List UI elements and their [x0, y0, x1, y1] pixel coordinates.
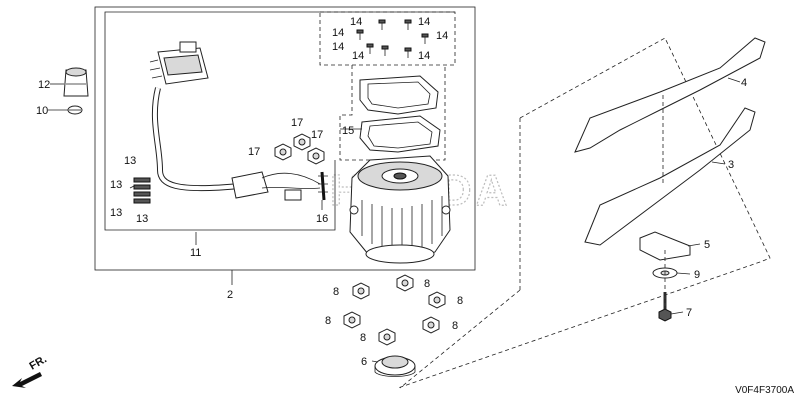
- assembly-box-2: [94, 6, 476, 271]
- callout-2: 2: [227, 289, 233, 301]
- leader-lines: [48, 77, 741, 363]
- gasket-part-15: [359, 115, 441, 153]
- blade-group-outline-bottom: [399, 289, 521, 389]
- callout-labels: 12 10 13 13 13 13 11 2 17 17 17 16 15 14…: [36, 16, 747, 368]
- connector-harness-part-11: [149, 41, 321, 201]
- front-direction-label: FR.: [28, 353, 49, 372]
- callout-8: 8: [325, 315, 331, 327]
- callout-14: 14: [418, 16, 430, 28]
- callout-10: 10: [36, 105, 48, 117]
- callout-14: 14: [332, 41, 344, 53]
- callout-15: 15: [342, 125, 354, 137]
- bolt-group-part-13: [133, 177, 151, 204]
- cover-plate: [359, 75, 439, 115]
- callout-14: 14: [418, 50, 430, 62]
- callout-8: 8: [452, 320, 458, 332]
- front-direction-arrow: FR.: [12, 353, 49, 388]
- callout-9: 9: [694, 269, 700, 281]
- callout-17: 17: [248, 146, 260, 158]
- callout-11: 11: [190, 247, 201, 259]
- lower-blade-part-3: [584, 107, 756, 246]
- screw-group-part-14: [356, 19, 429, 58]
- callout-3: 3: [728, 159, 734, 171]
- motor-housing: [349, 155, 451, 264]
- callout-5: 5: [704, 239, 710, 251]
- flange-nut-group-part-8: [343, 274, 446, 346]
- callout-13: 13: [124, 155, 136, 167]
- callout-14: 14: [332, 27, 344, 39]
- callout-8: 8: [360, 332, 366, 344]
- callout-13: 13: [110, 207, 122, 219]
- callout-4: 4: [741, 77, 747, 89]
- callout-17: 17: [291, 117, 303, 129]
- assembly-box-11: [104, 11, 455, 231]
- stud-part-16: [318, 171, 328, 201]
- callout-13: 13: [110, 179, 122, 191]
- callout-14: 14: [436, 30, 448, 42]
- callout-14: 14: [352, 50, 364, 62]
- callout-6: 6: [361, 356, 367, 368]
- document-code: V0F4F3700A: [735, 385, 794, 396]
- gasket-group-box: [339, 65, 446, 161]
- cap-part-6: [374, 355, 416, 377]
- callout-13: 13: [136, 213, 148, 225]
- bracket-part-5: [639, 231, 691, 261]
- callout-14: 14: [350, 16, 362, 28]
- callout-8: 8: [333, 286, 339, 298]
- callout-17: 17: [311, 129, 323, 141]
- clip-part-10: [67, 105, 83, 115]
- upper-blade-part-4: [574, 37, 766, 153]
- callout-8: 8: [424, 278, 430, 290]
- callout-8: 8: [457, 295, 463, 307]
- cap-part-12: [63, 67, 89, 97]
- callout-16: 16: [316, 213, 328, 225]
- nut-group-part-17: [274, 133, 325, 165]
- callout-7: 7: [686, 307, 692, 319]
- callout-12: 12: [38, 79, 50, 91]
- blade-group-outline: [397, 37, 771, 389]
- screw-group-box: [319, 11, 456, 66]
